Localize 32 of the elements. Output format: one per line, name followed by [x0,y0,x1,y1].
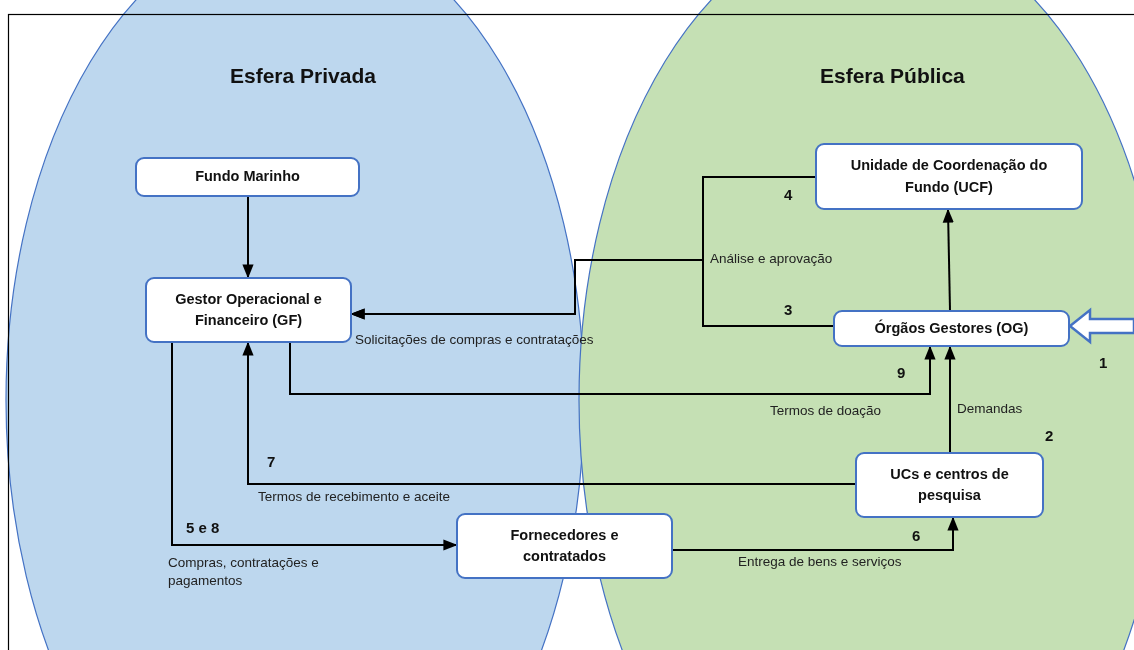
step-number: 4 [784,186,793,203]
arrow [242,196,254,279]
step-number: 9 [897,364,906,381]
step-number: 2 [1045,427,1054,444]
edge-label: Termos de doação [770,402,882,420]
edge-label: Entrega de bens e serviços [738,553,902,571]
edge-label: Análise e aprovação [710,250,833,268]
edge-label: Demandas [957,400,1023,418]
arrow [350,259,834,327]
arrow [944,345,956,453]
step-number: 5 e 8 [186,519,220,536]
arrow [171,342,458,551]
region-heading: Esfera Pública [820,64,965,88]
arrow [672,516,959,551]
edge-label: Compras, contratações e pagamentos [168,554,320,591]
step-number: 6 [912,527,921,544]
region-heading: Esfera Privada [230,64,376,88]
step-number: 7 [267,453,276,470]
process-box: Fundo Marinho [135,157,360,197]
step-number: 3 [784,301,793,318]
edge-label: Termos de recebimento e aceite [258,488,452,506]
step-number: 1 [1099,354,1108,371]
process-box: Fornecedores e contratados [456,513,673,579]
process-box: UCs e centros de pesquisa [855,452,1044,518]
process-box: Unidade de Coordenação do Fundo (UCF) [815,143,1083,210]
process-box: Órgãos Gestores (OG) [833,310,1070,347]
edge-label: Solicitações de compras e contratações [355,331,594,349]
arrow [289,342,936,395]
arrow [242,341,856,485]
process-box: Gestor Operacional e Financeiro (GF) [145,277,352,343]
block-arrow [1068,307,1134,345]
arrow [942,208,954,311]
